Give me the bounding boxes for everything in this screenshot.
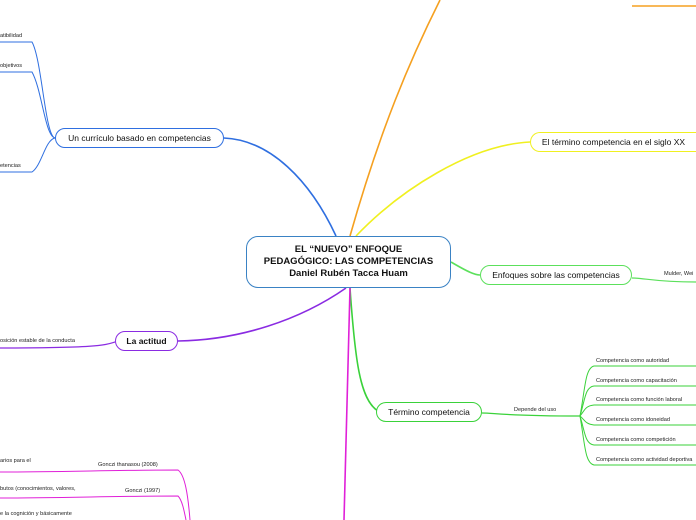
connector-termino-leaf-2: [579, 385, 696, 417]
connector-termino-leaf-1: [579, 365, 696, 417]
topic-termino-siglo[interactable]: El término competencia en el siglo XX: [530, 132, 696, 152]
leaf-termino-3[interactable]: Competencia como función laboral: [596, 397, 683, 403]
connector-termino-leaf-3: [579, 404, 696, 417]
subtopic-depende-del-uso[interactable]: Depende del uso: [514, 407, 557, 413]
connector-siglo-yellow: [355, 141, 531, 237]
connector-magenta-leaf-1: [0, 469, 191, 520]
leaf-gonczi-2008[interactable]: Gonczi thanasou (2008): [98, 462, 158, 468]
connector-actitud-purple: [177, 287, 347, 342]
connector-magenta: [343, 287, 351, 520]
leaf-curriculo-2[interactable]: objetivos: [0, 63, 23, 69]
leaf-gonczi-1997[interactable]: Gonczi (1997): [125, 488, 161, 494]
leaf-magenta-text-3[interactable]: e la cognición y básicamente: [0, 511, 72, 517]
connector-termino-leaf-6: [579, 415, 696, 466]
connector-enfoques-leaf: [631, 277, 696, 283]
leaf-termino-2[interactable]: Competencia como capacitación: [596, 378, 677, 384]
central-topic-line-2: PEDAGÓGICO: LAS COMPETENCIAS: [263, 256, 434, 267]
leaf-termino-6[interactable]: Competencia como actividad deportiva: [596, 457, 693, 463]
leaf-termino-5[interactable]: Competencia como competición: [596, 437, 676, 443]
leaf-enfoques-1[interactable]: Mulder, Wei: [664, 271, 694, 277]
connector-actitud-leaf: [0, 341, 116, 349]
leaf-termino-1[interactable]: Competencia como autoridad: [596, 358, 670, 364]
connector-curriculo-leaf-1: [0, 41, 56, 139]
connector-enfoques-green: [450, 261, 481, 276]
leaf-curriculo-3[interactable]: etencias: [0, 163, 21, 169]
topic-termino-label: Término competencia: [388, 407, 470, 417]
leaf-termino-4[interactable]: Competencia como idoneidad: [596, 417, 671, 423]
central-topic-line-1: EL “NUEVO” ENFOQUE: [294, 244, 403, 255]
connector-termino-leaf-4: [579, 415, 696, 426]
connector-termino-leaf-5: [579, 415, 696, 446]
connector-curriculo-blue: [223, 137, 337, 237]
connector-curriculo-leaf-2: [0, 71, 56, 139]
leaf-magenta-text-2[interactable]: butos (conocimientos, valores,: [0, 486, 76, 492]
central-topic[interactable]: EL “NUEVO” ENFOQUE PEDAGÓGICO: LAS COMPE…: [246, 236, 451, 288]
leaf-actitud-1[interactable]: osición estable de la conducta: [0, 338, 75, 344]
topic-enfoques-label: Enfoques sobre las competencias: [492, 270, 620, 280]
connector-termino-green: [349, 287, 379, 412]
topic-actitud-label: La actitud: [126, 336, 167, 346]
topic-curriculo-label: Un currículo basado en competencias: [68, 133, 211, 143]
central-topic-line-3: Daniel Rubén Tacca Huam: [289, 268, 408, 279]
leaf-magenta-text-1[interactable]: arios para el: [0, 458, 31, 464]
topic-enfoques[interactable]: Enfoques sobre las competencias: [480, 265, 632, 285]
topic-curriculo[interactable]: Un currículo basado en competencias: [55, 128, 224, 148]
leaf-curriculo-1[interactable]: atibilidad: [0, 33, 23, 39]
connector-magenta-leaf-2: [0, 495, 187, 520]
topic-termino[interactable]: Término competencia: [376, 402, 482, 422]
connector-termino-sub: [481, 412, 581, 417]
topic-termino-siglo-label: El término competencia en el siglo XX: [541, 137, 686, 147]
topic-actitud[interactable]: La actitud: [115, 331, 178, 351]
connector-top-orange: [349, 0, 441, 237]
connector-curriculo-leaf-3: [0, 137, 56, 173]
